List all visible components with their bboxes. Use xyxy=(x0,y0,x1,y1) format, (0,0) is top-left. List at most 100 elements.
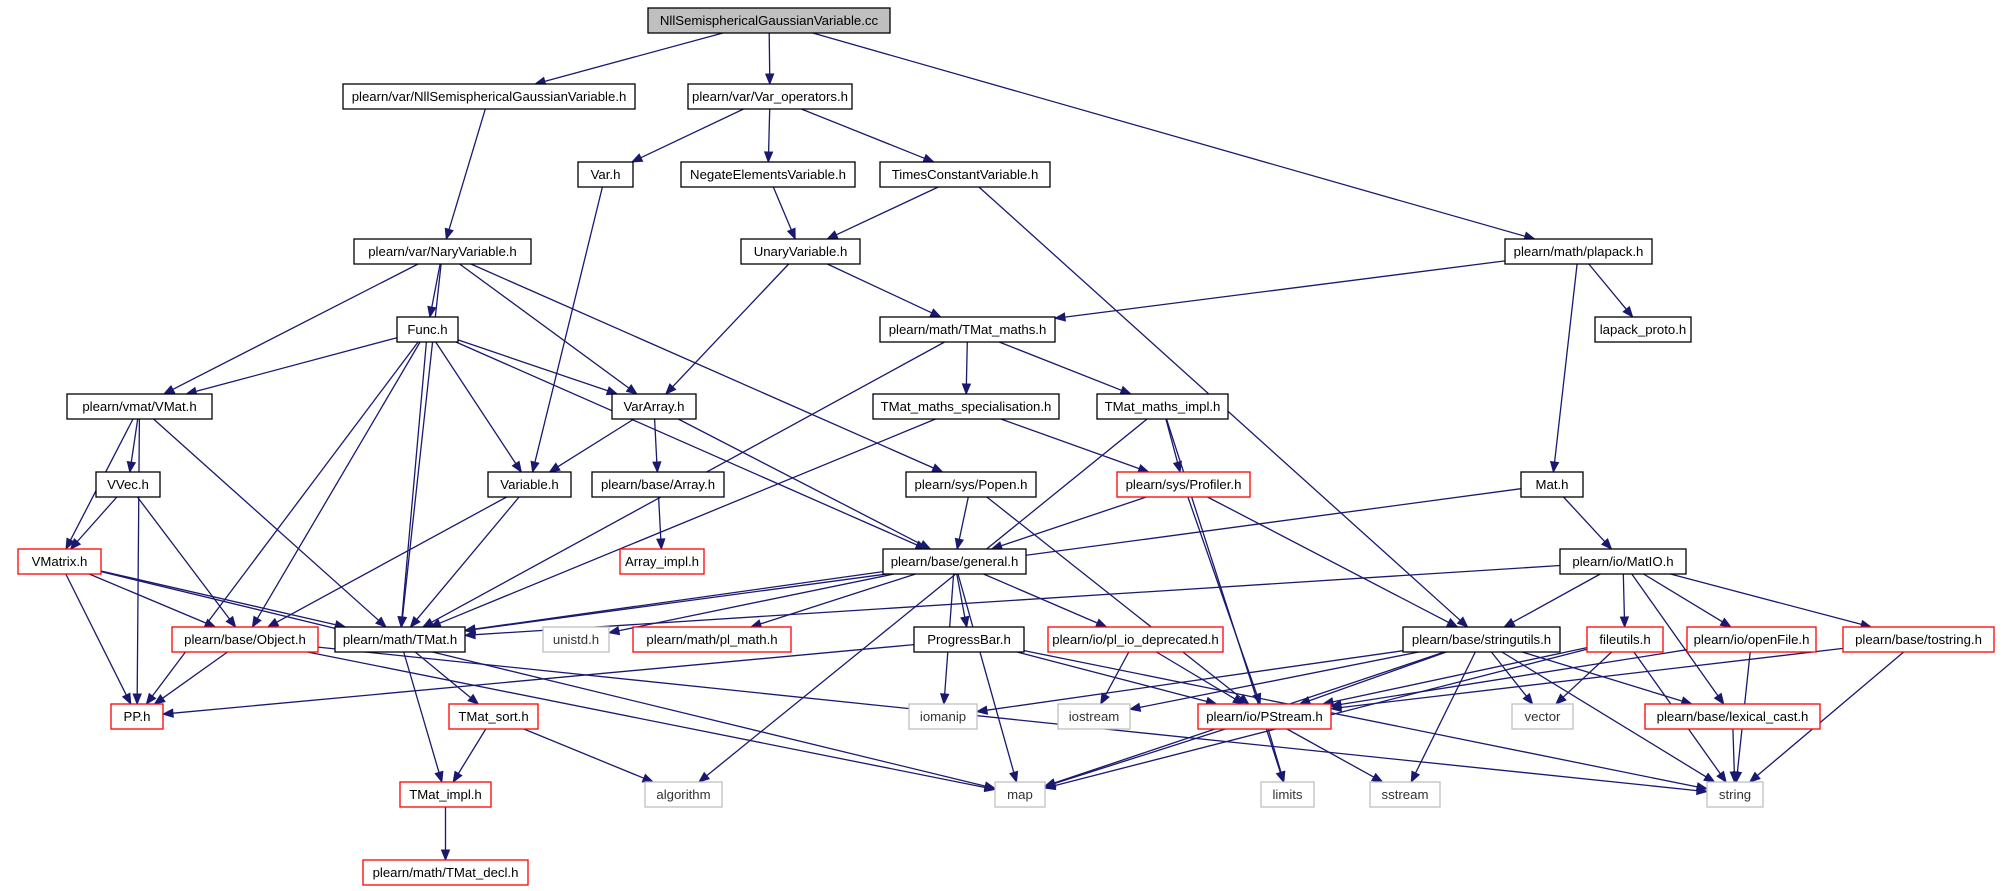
node-label: plearn/math/plapack.h xyxy=(1514,244,1644,259)
node-pp[interactable]: PP.h xyxy=(110,703,164,730)
edge-pstream-to-limits xyxy=(1267,728,1286,784)
node-tmat-impl[interactable]: TMat_maths_impl.h xyxy=(1096,393,1229,420)
node-vmat[interactable]: plearn/vmat/VMat.h xyxy=(66,393,213,420)
edge-matio-to-openfile xyxy=(1643,573,1733,628)
node-fileutils[interactable]: fileutils.h xyxy=(1586,626,1664,653)
edge-root-to-var_operators xyxy=(764,32,775,86)
node-variable[interactable]: Variable.h xyxy=(487,471,572,498)
node-tmat-decl[interactable]: plearn/math/TMat_decl.h xyxy=(362,859,529,886)
node-box xyxy=(905,471,1037,498)
edge-tmat_sort-to-algorithm xyxy=(523,728,655,783)
node-iomanip[interactable]: iomanip xyxy=(908,703,978,730)
node-algorithm[interactable]: algorithm xyxy=(644,781,723,808)
node-limits[interactable]: limits xyxy=(1260,781,1315,808)
edge-matio-to-tmat xyxy=(463,564,1561,640)
edge-general-to-pl_math xyxy=(749,573,916,629)
edge-stringutils-to-iomanip xyxy=(975,650,1404,715)
node-profiler[interactable]: plearn/sys/Profiler.h xyxy=(1116,471,1251,498)
node-tmat-impl-h[interactable]: TMat_impl.h xyxy=(399,781,492,808)
node-box xyxy=(647,7,891,34)
node-tostring[interactable]: plearn/base/tostring.h xyxy=(1842,626,1995,653)
node-pstream[interactable]: plearn/io/PStream.h xyxy=(1197,703,1332,730)
node-label: NegateElementsVariable.h xyxy=(690,167,846,182)
edge-vmatrix-to-object xyxy=(88,573,217,628)
node-map[interactable]: map xyxy=(994,781,1046,808)
node-iostream[interactable]: iostream xyxy=(1057,703,1131,730)
node-box xyxy=(680,161,856,188)
node-vararray[interactable]: VarArray.h xyxy=(611,393,697,420)
node-plapack[interactable]: plearn/math/plapack.h xyxy=(1504,238,1653,265)
node-sstream[interactable]: sstream xyxy=(1369,781,1441,808)
node-label: TMat_maths_specialisation.h xyxy=(881,399,1052,414)
node-root[interactable]: NllSemisphericalGaussianVariable.cc xyxy=(647,7,891,34)
node-tmat-maths[interactable]: plearn/math/TMat_maths.h xyxy=(879,316,1056,343)
edge-vmat-to-vvec xyxy=(126,418,139,474)
edge-tmat-to-tmat_sort xyxy=(414,651,480,705)
node-matio[interactable]: plearn/io/MatIO.h xyxy=(1559,548,1687,575)
edge-fileutils-to-vector xyxy=(1554,651,1613,705)
edge-pstream-to-map xyxy=(1043,728,1226,788)
node-label: unistd.h xyxy=(553,632,599,647)
node-unistd[interactable]: unistd.h xyxy=(542,626,610,653)
node-var-h[interactable]: Var.h xyxy=(577,161,634,188)
node-label: VVec.h xyxy=(107,477,149,492)
edge-var_h-to-variable xyxy=(530,186,604,474)
node-base-array[interactable]: plearn/base/Array.h xyxy=(591,471,725,498)
node-label: TMat_sort.h xyxy=(458,709,528,724)
node-popen[interactable]: plearn/sys/Popen.h xyxy=(905,471,1037,498)
node-box xyxy=(1511,703,1574,730)
edge-tmat_maths-to-tmat_impl xyxy=(998,341,1133,395)
node-tmat[interactable]: plearn/math/TMat.h xyxy=(334,626,466,653)
node-box xyxy=(619,548,705,575)
node-tmat-spec[interactable]: TMat_maths_specialisation.h xyxy=(872,393,1060,420)
edge-plapack-to-lapack_proto xyxy=(1588,263,1634,319)
node-box xyxy=(1402,626,1561,653)
node-pl-math[interactable]: plearn/math/pl_math.h xyxy=(632,626,792,653)
node-label: string xyxy=(1719,787,1751,802)
node-var-operators[interactable]: plearn/var/Var_operators.h xyxy=(687,83,853,110)
node-box xyxy=(1047,626,1224,653)
node-timesconst[interactable]: TimesConstantVariable.h xyxy=(879,161,1051,188)
node-vmatrix[interactable]: VMatrix.h xyxy=(17,548,102,575)
node-string[interactable]: string xyxy=(1706,781,1764,808)
edge-tmat_impl-to-algorithm xyxy=(697,418,1148,783)
node-tmat-sort[interactable]: TMat_sort.h xyxy=(448,703,539,730)
node-nllsemi-h[interactable]: plearn/var/NllSemisphericalGaussianVaria… xyxy=(342,83,636,110)
node-label: VMatrix.h xyxy=(32,554,88,569)
node-negate[interactable]: NegateElementsVariable.h xyxy=(680,161,856,188)
node-lapack-proto[interactable]: lapack_proto.h xyxy=(1594,316,1692,343)
node-box xyxy=(879,316,1056,343)
node-vector[interactable]: vector xyxy=(1511,703,1574,730)
node-stringutils[interactable]: plearn/base/stringutils.h xyxy=(1402,626,1561,653)
edge-vararray-to-variable xyxy=(548,418,635,473)
node-box xyxy=(1586,626,1664,653)
node-mat-h[interactable]: Mat.h xyxy=(1520,471,1584,498)
node-object[interactable]: plearn/base/Object.h xyxy=(171,626,319,653)
edge-popen-to-general xyxy=(954,496,969,551)
node-openfile[interactable]: plearn/io/openFile.h xyxy=(1686,626,1817,653)
node-lexical-cast[interactable]: plearn/base/lexical_cast.h xyxy=(1644,703,1821,730)
node-box xyxy=(632,626,792,653)
node-box xyxy=(448,703,539,730)
node-general[interactable]: plearn/base/general.h xyxy=(882,548,1027,575)
node-pl-io-dep[interactable]: plearn/io/pl_io_deprecated.h xyxy=(1047,626,1224,653)
node-box xyxy=(353,238,532,265)
edge-general-to-tmat xyxy=(463,570,884,634)
node-naryvar[interactable]: plearn/var/NaryVariable.h xyxy=(353,238,532,265)
node-progressbar[interactable]: ProgressBar.h xyxy=(913,626,1025,653)
node-unaryvar[interactable]: UnaryVariable.h xyxy=(740,238,861,265)
edge-tmat_sort-to-tmat_impl_h xyxy=(452,728,487,784)
node-box xyxy=(17,548,102,575)
node-vvec[interactable]: VVec.h xyxy=(95,471,161,498)
node-label: lapack_proto.h xyxy=(1600,322,1687,337)
edge-pl_io_dep-to-iostream xyxy=(1100,651,1130,706)
node-box xyxy=(487,471,572,498)
node-array-impl[interactable]: Array_impl.h xyxy=(619,548,705,575)
node-box xyxy=(994,781,1046,808)
node-label: plearn/math/TMat_decl.h xyxy=(373,865,519,880)
node-func[interactable]: Func.h xyxy=(396,316,459,343)
node-label: Variable.h xyxy=(500,477,558,492)
edge-stringutils-to-pstream xyxy=(1298,651,1447,705)
node-box xyxy=(872,393,1060,420)
edge-tmat_maths-to-tmat_spec xyxy=(961,341,972,396)
